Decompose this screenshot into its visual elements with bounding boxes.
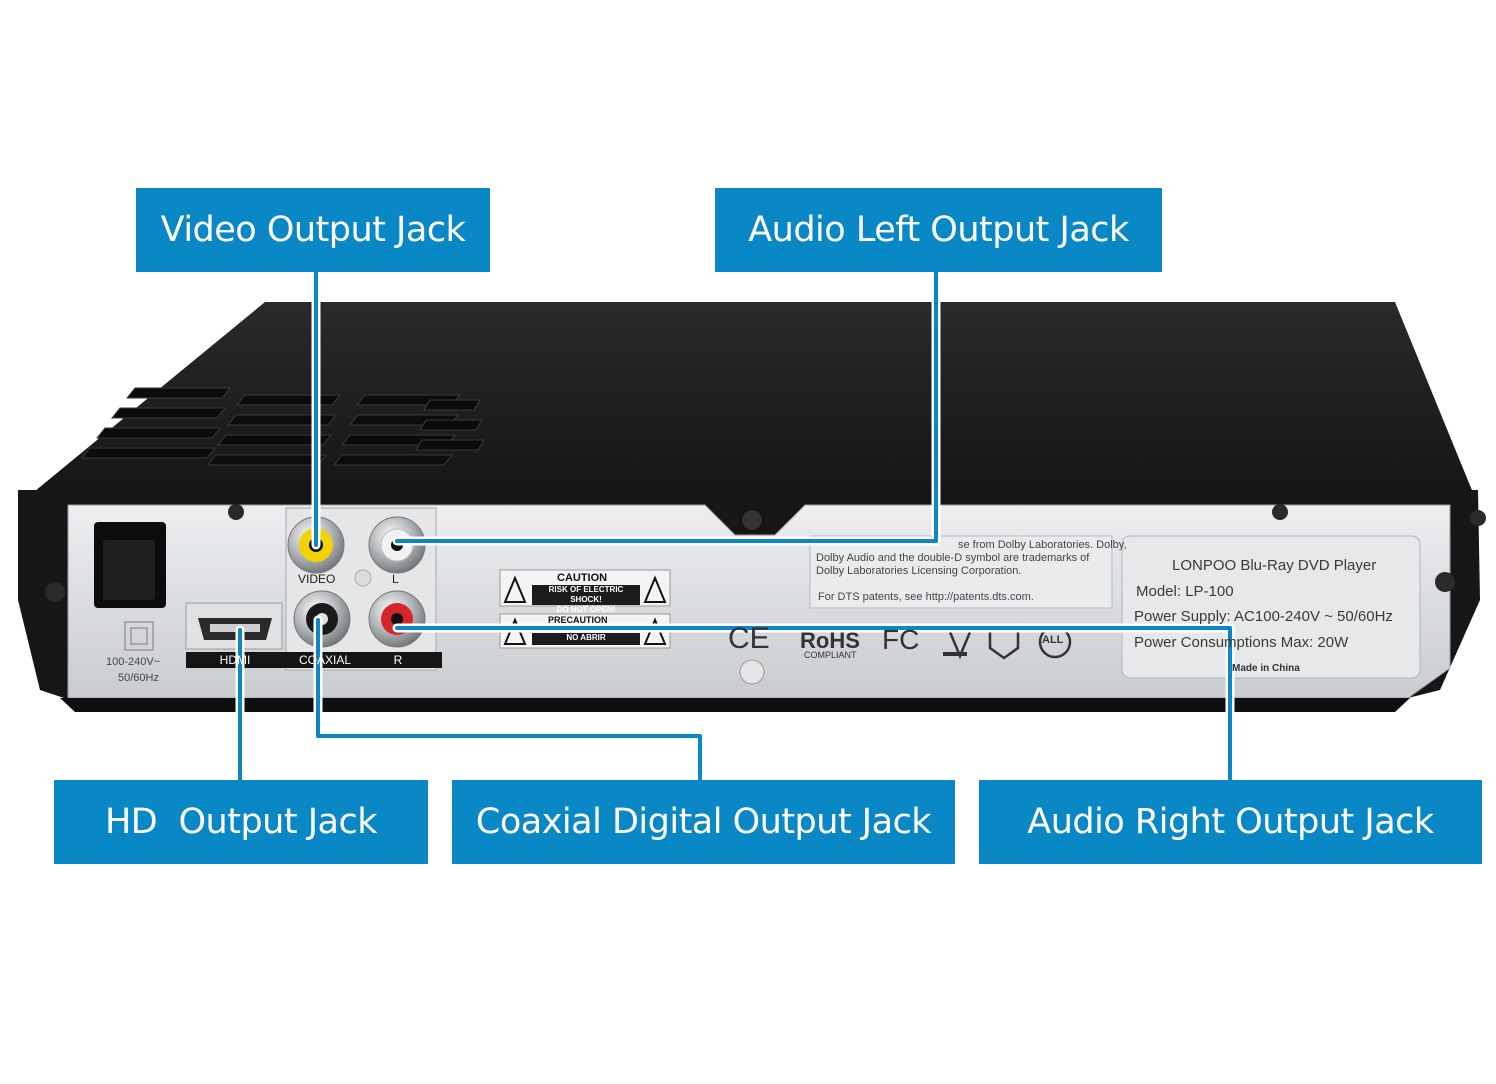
caution-title: CAUTION xyxy=(557,572,608,584)
product-info-label xyxy=(1121,535,1421,679)
double-insulation-symbol xyxy=(124,621,154,651)
fc-logo: FC xyxy=(882,624,920,655)
region-all-logo: ALL xyxy=(1042,634,1064,646)
screws xyxy=(45,504,1486,685)
audio-right-label: R xyxy=(393,653,403,667)
callout-coaxial-digital-output-jack: Coaxial Digital Output Jack xyxy=(452,780,955,864)
power-supply-line: Power Supply: AC100-240V ~ 50/60Hz xyxy=(1134,608,1393,625)
coaxial-label: COAXIAL xyxy=(298,653,352,667)
rohs-compliant-text: COMPLIANT xyxy=(804,650,857,660)
caution-line-2: DO NOT OPEN! xyxy=(556,605,616,614)
power-consumption-line: Power Consumptions Max: 20W xyxy=(1134,634,1349,651)
callout-audio-left-output-jack: Audio Left Output Jack xyxy=(715,188,1162,272)
precaution-text: NO ABRIR xyxy=(532,633,640,645)
made-in-text: Made in China xyxy=(1232,663,1300,674)
model-line: Model: LP-100 xyxy=(1136,583,1234,600)
leader-audio-right xyxy=(395,626,1232,782)
dolby-line-3: Dolby Laboratories Licensing Corporation… xyxy=(816,565,1022,577)
vent-slots xyxy=(80,387,485,466)
rohs-logo: RoHS xyxy=(800,628,860,653)
leader-coaxial xyxy=(316,618,702,782)
callout-video-output-jack: Video Output Jack xyxy=(136,188,490,272)
dolby-line-2: Dolby Audio and the double-D symbol are … xyxy=(816,552,1090,564)
power-frequency-text: 50/60Hz xyxy=(118,672,159,684)
leader-audio-left xyxy=(395,268,938,543)
precaution-title: PRECAUTION xyxy=(548,615,608,625)
power-voltage-text: 100-240V~ xyxy=(106,656,161,668)
device-bottom-lip xyxy=(60,698,1410,712)
caution-text: RISK OF ELECTRIC SHOCK! DO NOT OPEN! xyxy=(532,585,640,614)
hdmi-label: HDMI xyxy=(219,653,251,667)
callout-hd-output-jack: HD Output Jack xyxy=(54,780,428,864)
callout-audio-right-output-jack: Audio Right Output Jack xyxy=(979,780,1482,864)
caution-line-1: RISK OF ELECTRIC SHOCK! xyxy=(548,585,624,604)
video-jack-label: VIDEO xyxy=(298,572,336,586)
leader-lines xyxy=(235,265,1235,785)
dts-line: For DTS patents, see http://patents.dts.… xyxy=(818,591,1034,603)
audio-left-jack-label: L xyxy=(392,572,399,586)
brand-line: LONPOO Blu-Ray DVD Player xyxy=(1172,557,1377,574)
device-top-cover xyxy=(18,302,1478,505)
license-label xyxy=(809,535,1113,609)
dolby-line-1: se from Dolby Laboratories. Dolby, xyxy=(958,539,1127,551)
ce-logo: CE xyxy=(728,622,770,655)
